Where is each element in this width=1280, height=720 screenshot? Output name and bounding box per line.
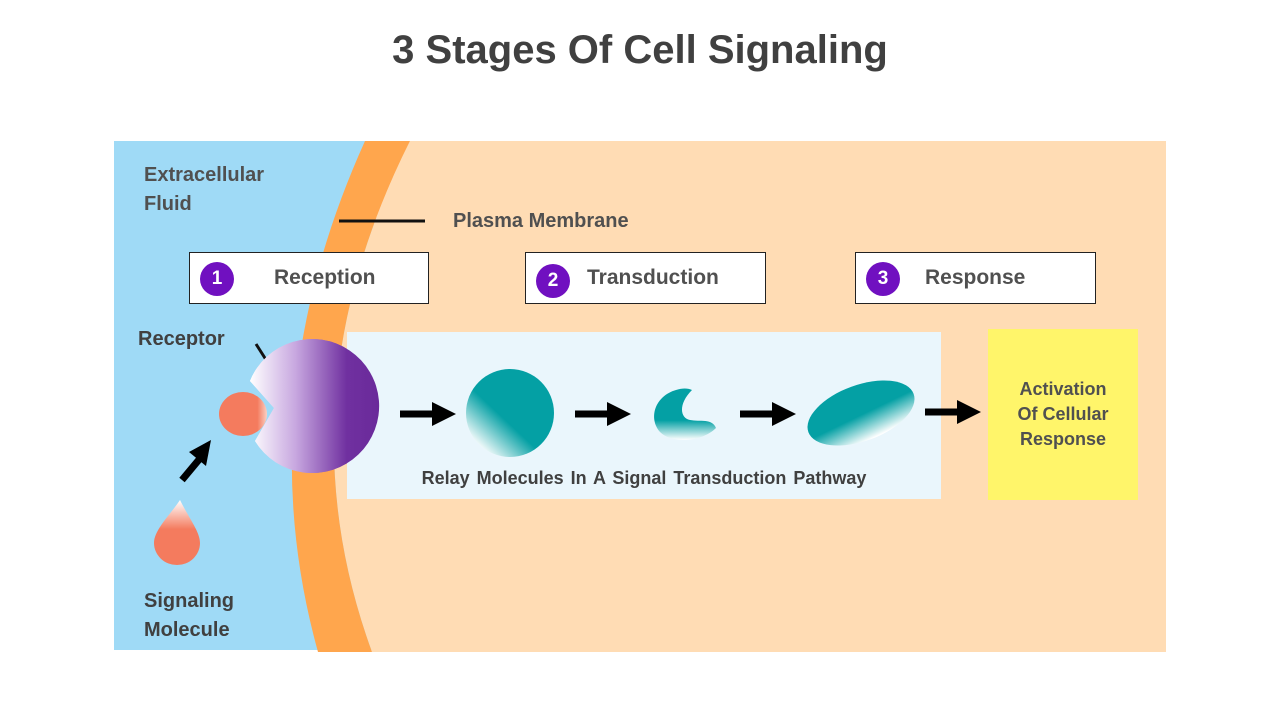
receptor-label: Receptor: [138, 328, 225, 350]
stage-name: Response: [925, 266, 1026, 289]
arrow-relay2-to-relay3: [740, 402, 796, 426]
free-signal-molecule: [154, 500, 201, 566]
page-title: 3 Stages Of Cell Signaling: [392, 28, 888, 72]
stage-reception: 1 Reception: [189, 252, 429, 304]
stage-number-badge: 2: [536, 264, 570, 298]
receptor-shape-front: [250, 339, 380, 474]
relay-molecule-3: [807, 380, 915, 446]
signaling-molecule-label: Signaling Molecule: [144, 590, 234, 641]
cellular-response-label: Activation Of Cellular Response: [1017, 379, 1109, 449]
cellular-response-box: Activation Of Cellular Response: [988, 329, 1138, 500]
arrow-to-receptor: [179, 440, 211, 483]
stage-number-badge: 3: [866, 262, 900, 296]
stage-name: Reception: [274, 266, 376, 289]
arrow-relay3-to-response: [925, 400, 981, 424]
relay-molecule-2: [654, 388, 716, 440]
relay-caption: Relay Molecules In A Signal Transduction…: [421, 468, 867, 488]
stage-response: 3 Response: [855, 252, 1096, 304]
arrow-receptor-to-relay1: [400, 402, 456, 426]
relay-molecule-1: [466, 369, 554, 457]
plasma-membrane-label: Plasma Membrane: [453, 210, 629, 232]
extracellular-fluid-label: Extracellular Fluid: [144, 164, 265, 215]
arrow-relay1-to-relay2: [575, 402, 631, 426]
stage-number-badge: 1: [200, 262, 234, 296]
bound-signal-molecule: [219, 392, 267, 436]
stage-transduction: 2 Transduction: [525, 252, 766, 304]
stage-name: Transduction: [587, 266, 719, 289]
